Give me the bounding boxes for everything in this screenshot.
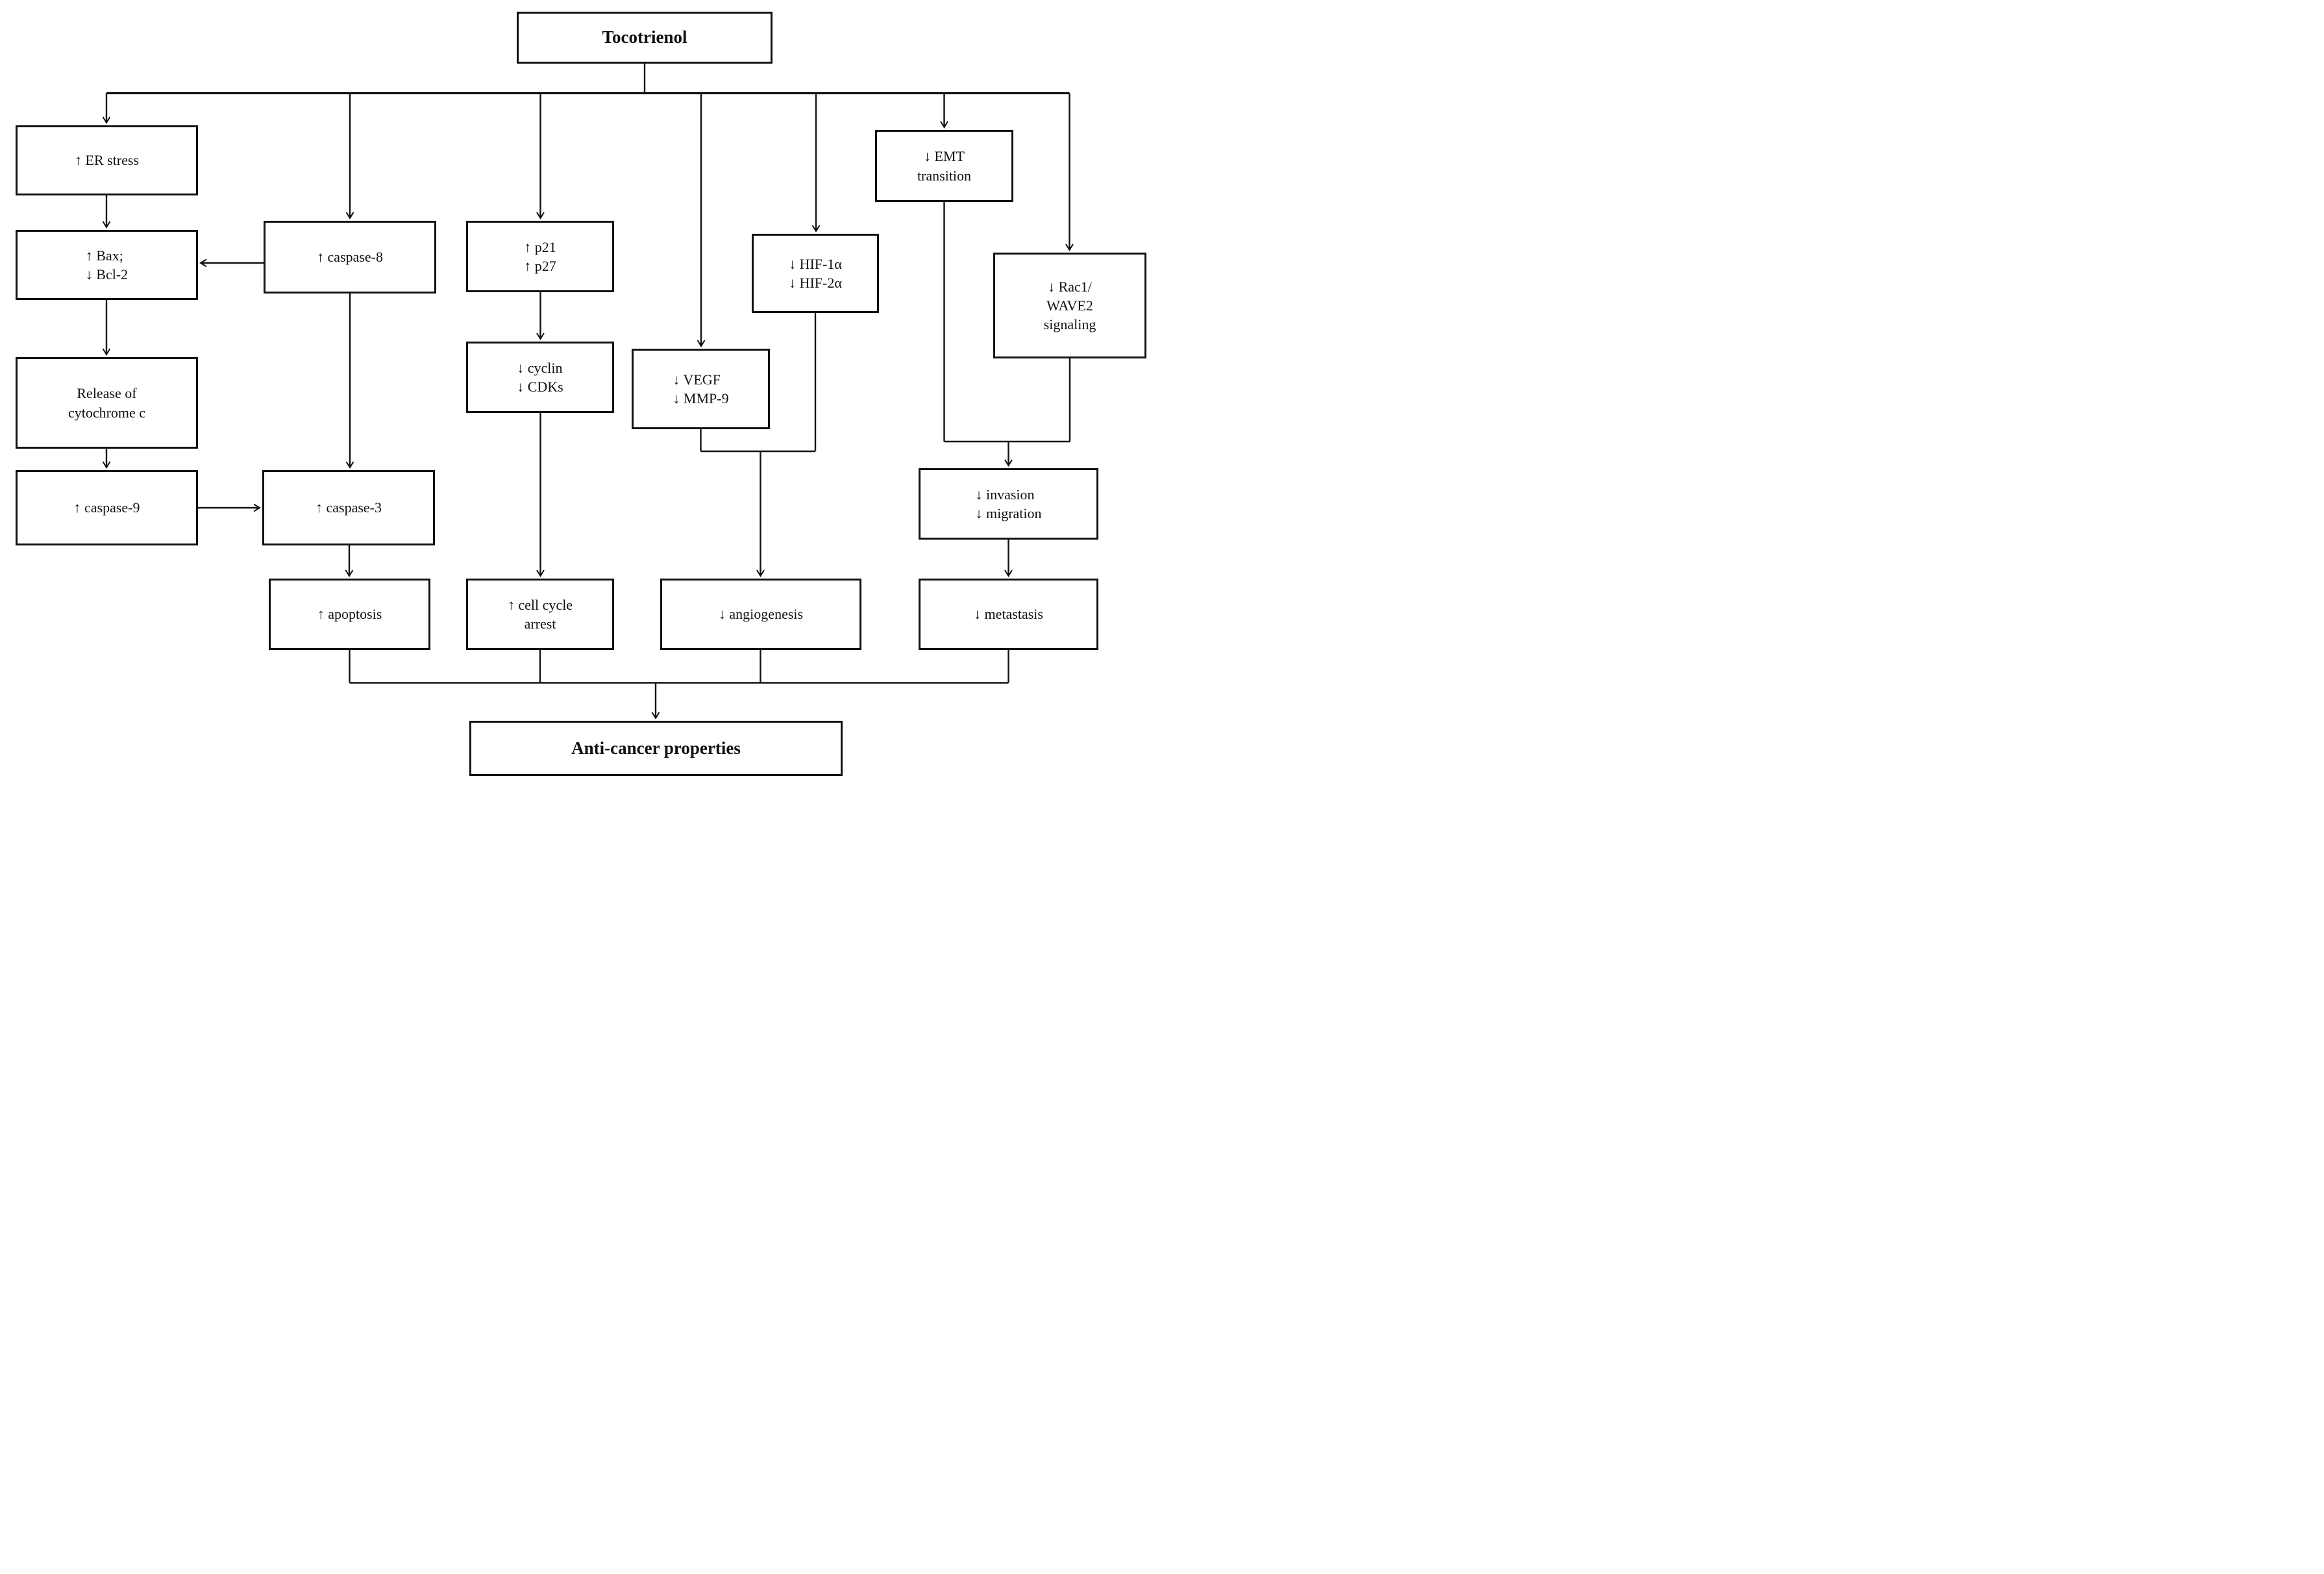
node-caspase-9: ↑ caspase-9 (16, 470, 198, 545)
flowchart-canvas: Tocotrienol ↑ ER stress ↑ Bax; ↓ Bcl-2 R… (0, 0, 1162, 787)
node-cell-cycle-arrest: ↑ cell cycle arrest (466, 579, 614, 650)
node-label: ↑ ER stress (75, 152, 139, 169)
node-vegf-mmp9: ↓ VEGF ↓ MMP-9 (632, 349, 770, 429)
node-label-line: ↑ cell cycle (507, 596, 573, 613)
node-tocotrienol: Tocotrienol (517, 12, 773, 64)
node-caspase-8: ↑ caspase-8 (264, 221, 436, 294)
node-label-line: ↑ p21 (524, 238, 556, 255)
node-label-line: arrest (524, 616, 556, 632)
node-label-line: transition (917, 167, 972, 184)
node-caspase-3: ↑ caspase-3 (262, 470, 435, 545)
node-label-line: ↓ HIF-2α (789, 275, 842, 291)
node-label-line: ↓ EMT (924, 148, 965, 165)
node-angiogenesis: ↓ angiogenesis (660, 579, 861, 650)
node-label: Tocotrienol (602, 27, 687, 47)
node-rac1-wave2-signaling: ↓ Rac1/ WAVE2 signaling (993, 253, 1146, 358)
node-cytochrome-c-release: Release of cytochrome c (16, 357, 198, 449)
node-emt-transition: ↓ EMT transition (875, 130, 1013, 202)
node-label-line: Release of (77, 385, 137, 402)
node-label-line: ↓ CDKs (517, 379, 563, 395)
node-er-stress: ↑ ER stress (16, 125, 198, 195)
node-label-line: WAVE2 (1046, 297, 1093, 314)
node-label-line: ↓ HIF-1α (789, 255, 842, 272)
node-hif-1a-2a: ↓ HIF-1α ↓ HIF-2α (752, 234, 879, 313)
node-bax-bcl2: ↑ Bax; ↓ Bcl-2 (16, 230, 198, 300)
node-label-line: ↓ migration (975, 505, 1042, 521)
node-label: ↓ angiogenesis (718, 606, 804, 623)
edges-layer (0, 64, 1162, 787)
node-cyclin-cdks: ↓ cyclin ↓ CDKs (466, 342, 614, 413)
node-label: ↑ caspase-3 (315, 499, 382, 516)
node-apoptosis: ↑ apoptosis (269, 579, 430, 650)
node-label-line: ↓ cyclin (517, 359, 563, 376)
node-label-line: ↓ Bcl-2 (85, 266, 129, 282)
node-p21-p27: ↑ p21 ↑ p27 (466, 221, 614, 292)
node-label-line: ↓ MMP-9 (673, 390, 729, 406)
node-label-line: cytochrome c (68, 404, 146, 421)
node-label: Anti-cancer properties (571, 738, 741, 758)
node-label: ↑ apoptosis (317, 606, 382, 623)
node-label-line: signaling (1043, 316, 1096, 333)
node-label-line: ↓ Rac1/ (1048, 278, 1092, 295)
node-invasion-migration: ↓ invasion ↓ migration (919, 468, 1098, 540)
node-label: ↑ caspase-9 (73, 499, 140, 516)
node-label-line: ↑ Bax; (85, 247, 123, 264)
node-metastasis: ↓ metastasis (919, 579, 1098, 650)
node-label-line: ↓ VEGF (673, 371, 721, 388)
node-label-line: ↓ invasion (975, 486, 1035, 503)
node-label: ↓ metastasis (974, 606, 1043, 623)
node-label: ↑ caspase-8 (316, 249, 383, 266)
node-anti-cancer-properties: Anti-cancer properties (469, 721, 843, 776)
node-label-line: ↑ p27 (524, 258, 556, 274)
